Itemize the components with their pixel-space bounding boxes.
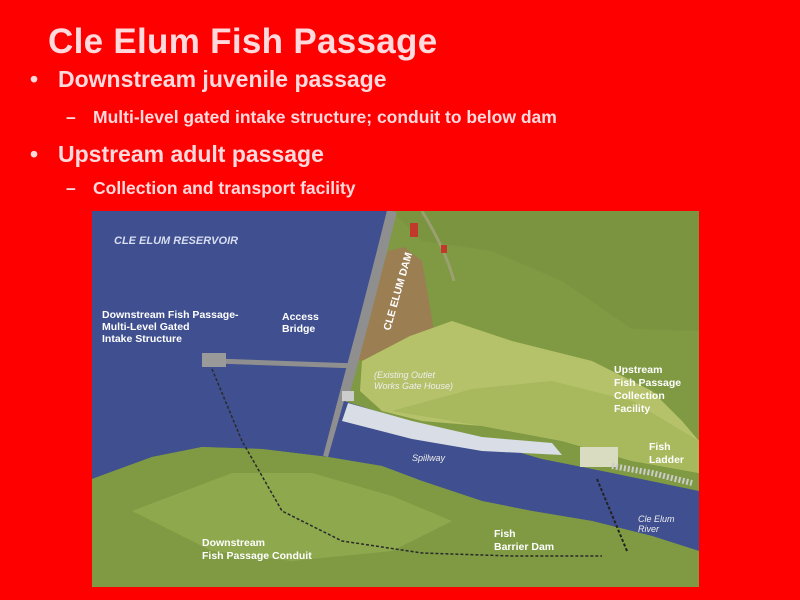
bullet-text: Upstream adult passage xyxy=(58,141,324,167)
flats-shade xyxy=(392,381,699,473)
bridge-label-2: Bridge xyxy=(282,323,315,335)
bridge-label-1: Access xyxy=(282,311,319,323)
sub-bullet-text: Collection and transport facility xyxy=(93,178,356,198)
ladder-label-2: Ladder xyxy=(649,454,684,466)
intake-label-3: Intake Structure xyxy=(102,333,182,345)
conduit-label-2: Fish Passage Conduit xyxy=(202,550,312,562)
upstream-label-1: Upstream xyxy=(614,364,662,376)
sub-bullet-text: Multi-level gated intake structure; cond… xyxy=(93,107,557,127)
slide-title: Cle Elum Fish Passage xyxy=(48,22,438,61)
conduit xyxy=(211,368,602,557)
dam-embankment xyxy=(352,247,434,361)
barrier-label-2: Barrier Dam xyxy=(494,541,554,553)
building-icon xyxy=(410,223,418,237)
intake-label-1: Downstream Fish Passage- xyxy=(102,309,239,321)
spillway xyxy=(342,403,562,455)
gate-house xyxy=(342,391,354,401)
upstream-label-3: Collection xyxy=(614,390,665,402)
road xyxy=(420,211,456,282)
ladder-label-1: Fish xyxy=(649,441,671,453)
bullet-glyph: • xyxy=(30,66,39,92)
access-bridge xyxy=(215,358,358,369)
barrier-dam xyxy=(596,478,628,552)
collection-facility xyxy=(580,447,618,467)
river-label-2: River xyxy=(638,524,660,534)
hillside xyxy=(392,211,699,331)
conduit-label-1: Downstream xyxy=(202,537,265,549)
intake-label-2: Multi-Level Gated xyxy=(102,321,190,333)
lower-land-shade xyxy=(132,473,452,561)
sub-bullet-glyph: – xyxy=(66,107,76,127)
upstream-label-2: Fish Passage xyxy=(614,377,681,389)
fish-ladder xyxy=(611,463,693,486)
reservoir-water xyxy=(92,211,392,479)
dam-crest xyxy=(323,211,397,459)
barrier-label-1: Fish xyxy=(494,528,516,540)
river-label-1: Cle Elum xyxy=(638,514,675,524)
sub-bullet-glyph: – xyxy=(66,178,76,198)
upstream-label-4: Facility xyxy=(614,403,650,415)
bullet-glyph: • xyxy=(30,141,39,167)
gatehouse-label-1: (Existing Outlet xyxy=(374,370,436,380)
gatehouse-label-2: Works Gate House) xyxy=(374,381,453,391)
reservoir-label: CLE ELUM RESERVOIR xyxy=(114,235,238,247)
bullet-text: Downstream juvenile passage xyxy=(58,66,387,92)
dam-site-map: CLE ELUM RESERVOIR CLE ELUM DAM Downstre… xyxy=(92,211,699,587)
spillway-label: Spillway xyxy=(412,453,446,463)
intake-structure xyxy=(202,353,226,367)
building-icon xyxy=(441,245,447,253)
